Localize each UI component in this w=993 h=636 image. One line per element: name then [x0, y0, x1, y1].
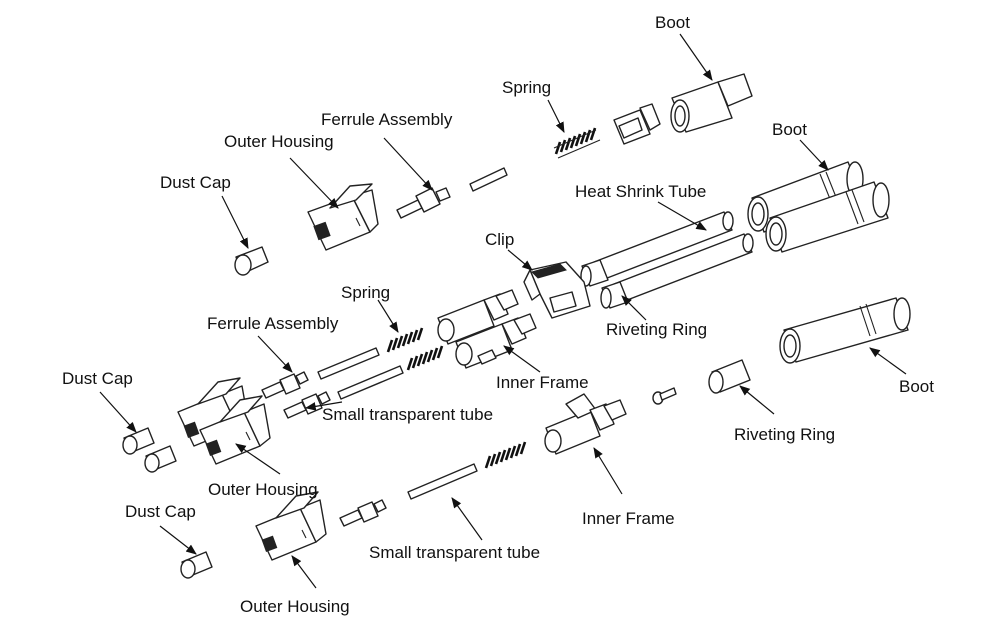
spring-duplex-upper — [386, 327, 424, 353]
leader-outer-housing-bottom — [291, 555, 317, 589]
boot-right — [779, 297, 911, 364]
spring-duplex-lower — [406, 345, 444, 371]
leader-small-tube-duplex — [304, 401, 343, 411]
outer-housing-top — [307, 183, 379, 251]
boot-top — [670, 73, 753, 133]
label-outer-housing-bottom: Outer Housing — [240, 597, 350, 616]
label-inner-frame-bottom: Inner Frame — [582, 509, 675, 528]
label-dust-cap-duplex: Dust Cap — [62, 369, 133, 388]
leader-dust-cap-bottom — [159, 525, 197, 555]
dust-cap-duplex-upper — [122, 427, 155, 455]
leader-dust-cap-duplex — [99, 391, 137, 433]
label-small-tube-bottom: Small transparent tube — [369, 543, 540, 562]
boot-duplex-lower — [765, 181, 890, 253]
dust-cap-top — [234, 246, 269, 276]
leader-inner-frame-bottom — [593, 447, 623, 495]
label-small-tube-duplex: Small transparent tube — [322, 405, 493, 424]
label-ferrule-assembly-top: Ferrule Assembly — [321, 110, 453, 129]
label-spring-top: Spring — [502, 78, 551, 97]
label-boot-top: Boot — [655, 13, 690, 32]
label-clip: Clip — [485, 230, 514, 249]
leader-boot-right — [869, 347, 907, 375]
leader-riveting-ring-duplex — [621, 295, 647, 321]
label-boot-right: Boot — [899, 377, 934, 396]
leader-ferrule-duplex — [257, 335, 293, 373]
leader-outer-housing-duplex — [235, 443, 281, 475]
labels: Boot Spring Ferrule Assembly Outer Housi… — [62, 13, 934, 616]
small-tube-duplex-upper — [317, 347, 380, 380]
inner-frame-top — [613, 103, 661, 145]
riveting-ring-right — [708, 359, 751, 394]
leader-clip — [507, 249, 533, 271]
small-tube-bottom — [407, 463, 478, 500]
dust-cap-bottom — [180, 551, 213, 579]
leader-lines — [99, 33, 907, 589]
leader-spring-duplex — [377, 299, 399, 333]
leader-dust-cap-top — [221, 195, 249, 249]
spring-bottom — [484, 441, 527, 469]
leader-outer-housing-top — [289, 157, 339, 209]
label-dust-cap-top: Dust Cap — [160, 173, 231, 192]
label-riveting-ring-duplex: Riveting Ring — [606, 320, 707, 339]
label-dust-cap-bottom: Dust Cap — [125, 502, 196, 521]
label-inner-frame-duplex: Inner Frame — [496, 373, 589, 392]
leader-inner-frame-duplex — [503, 345, 541, 373]
small-tube-duplex-lower — [337, 365, 404, 400]
label-boot-duplex: Boot — [772, 120, 807, 139]
label-outer-housing-duplex: Outer Housing — [208, 480, 318, 499]
label-outer-housing-top: Outer Housing — [224, 132, 334, 151]
leader-ferrule-top — [383, 137, 433, 191]
label-riveting-ring-right: Riveting Ring — [734, 425, 835, 444]
label-spring-duplex: Spring — [341, 283, 390, 302]
leader-riveting-ring-right — [739, 385, 775, 415]
riveting-ring-small — [652, 387, 677, 405]
label-heat-shrink-tube: Heat Shrink Tube — [575, 182, 706, 201]
outer-housing-bottom — [255, 491, 327, 561]
inner-frame-bottom — [544, 393, 627, 455]
leader-boot-top — [679, 33, 713, 81]
ferrule-assembly-top — [396, 187, 451, 219]
leader-spring-top — [547, 99, 565, 133]
ferrule-assembly-duplex-upper — [261, 371, 309, 399]
ferrule-assembly-bottom — [339, 499, 387, 527]
leader-heat-shrink — [657, 201, 707, 231]
leader-small-tube-bottom — [451, 497, 483, 541]
spring-top — [553, 127, 601, 159]
label-ferrule-assembly-duplex: Ferrule Assembly — [207, 314, 339, 333]
inner-frame-duplex-upper — [437, 289, 519, 345]
dust-cap-duplex-lower — [144, 445, 177, 473]
small-tube-top — [469, 167, 508, 192]
leader-boot-duplex — [799, 139, 829, 171]
clip-duplex — [523, 261, 591, 319]
heat-shrink-tube-lower — [600, 233, 754, 309]
